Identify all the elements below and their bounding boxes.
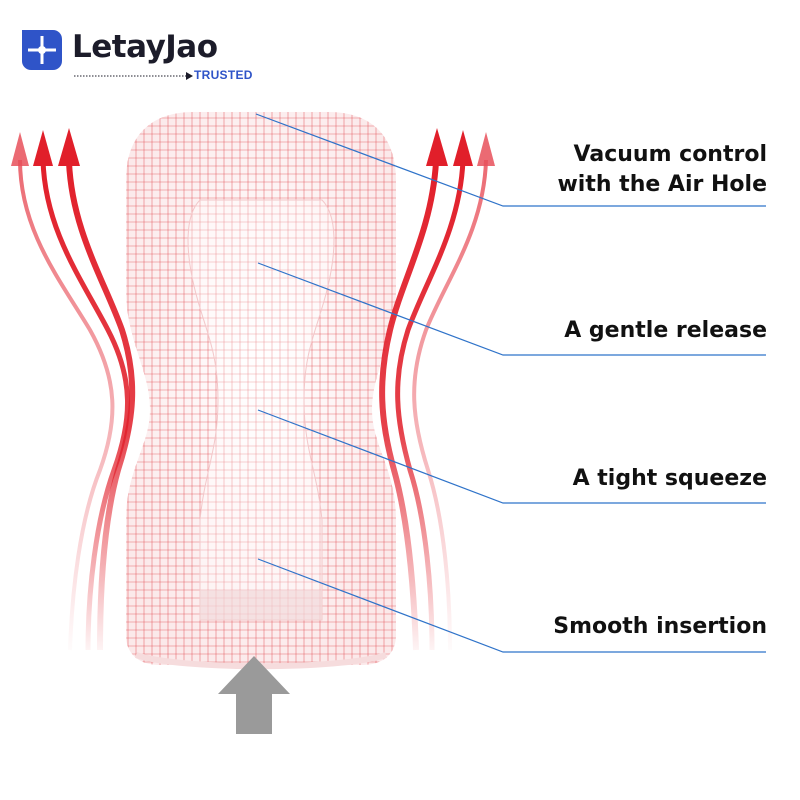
callout-tight-squeeze-text: A tight squeeze <box>572 466 767 491</box>
brand-tagline: TRUSTED <box>194 68 253 82</box>
left-flow-arrowhead-middle <box>33 130 53 166</box>
product-body <box>126 112 396 670</box>
callout-gentle-release: A gentle release <box>564 316 767 346</box>
left-flow-arrowhead-outer <box>11 132 29 166</box>
right-flow-arrow-outer <box>412 159 488 651</box>
left-flow-arrow-inner <box>66 161 136 651</box>
callout-tight-squeeze: A tight squeeze <box>573 464 767 494</box>
right-flow-arrowhead-middle <box>453 130 473 166</box>
callout-vacuum-control: Vacuum control with the Air Hole <box>557 140 767 200</box>
callout-gentle-release-text: A gentle release <box>564 318 767 343</box>
left-flow-arrow-middle <box>40 159 131 651</box>
callout-leader-squeeze <box>257 409 766 504</box>
callout-smooth-insertion: Smooth insertion <box>553 612 767 642</box>
left-flow-arrowhead-inner <box>58 128 80 166</box>
callout-leader-insertion <box>257 558 766 653</box>
brand-name: LetayJao <box>72 29 218 65</box>
base-ring <box>200 590 322 620</box>
insertion-arrow <box>218 656 290 734</box>
callout-vacuum-control-line2: with the Air Hole <box>557 172 767 197</box>
right-flow-arrowhead-outer <box>477 132 495 166</box>
body-mesh-grid <box>126 112 396 665</box>
brand-underline-arrow <box>74 72 193 80</box>
right-flow-arrowhead-inner <box>426 128 448 166</box>
brand-logo: LetayJao TRUSTED <box>18 26 278 88</box>
callout-smooth-insertion-text: Smooth insertion <box>553 614 767 639</box>
callout-leader-air-hole <box>255 113 766 207</box>
right-flow-arrow-inner <box>379 161 439 651</box>
callout-leader-release <box>257 262 766 356</box>
right-flow-arrow-middle <box>395 159 466 651</box>
body-fill <box>126 112 396 665</box>
left-flow-arrows <box>11 128 136 651</box>
brand-logo-icon <box>22 30 62 70</box>
callout-leaders <box>255 113 766 653</box>
callout-vacuum-control-line1: Vacuum control <box>573 142 767 167</box>
right-flow-arrows <box>379 128 495 651</box>
left-flow-arrow-outer <box>18 159 115 651</box>
